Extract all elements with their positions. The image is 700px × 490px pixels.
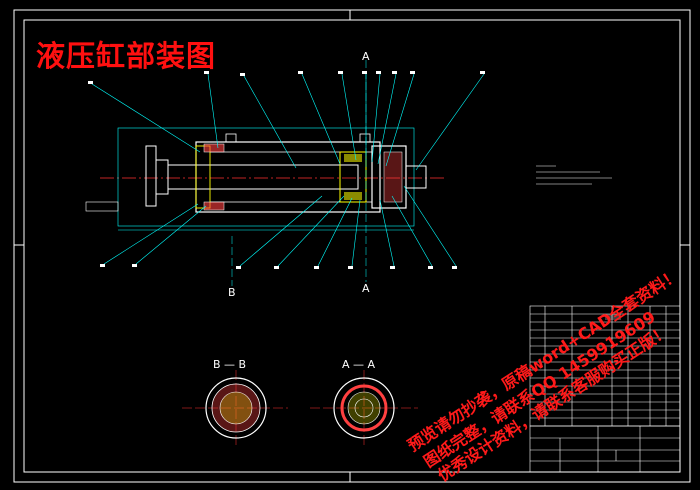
callout-box: [85, 201, 119, 212]
leader-dots-bottom: [100, 264, 457, 269]
title-block-accent: [605, 314, 621, 320]
section-label-b-bottom: B: [228, 286, 236, 299]
leader-dots-top: [88, 71, 485, 84]
section-view-aa-label: A — A: [342, 358, 376, 371]
oil-port-cap: [359, 133, 371, 143]
section-view-bb: [182, 370, 288, 446]
oil-port-rod: [225, 133, 237, 143]
gland-bottom: [203, 201, 225, 211]
drawing-title: 液压缸部装图: [36, 39, 217, 73]
piston-rod: [167, 164, 359, 190]
title-block: [529, 425, 681, 473]
guide-sleeve: [195, 145, 211, 209]
leader-lines-bottom: [103, 185, 457, 267]
section-view-aa: [310, 370, 418, 446]
outer-frame: [13, 9, 691, 483]
main-section-view: [85, 60, 445, 286]
parts-list-table: [529, 305, 681, 427]
piston-seal-top: [344, 154, 362, 162]
gland-top: [203, 143, 225, 153]
rear-mount: [405, 165, 427, 189]
piston-seal-bottom: [344, 192, 362, 200]
section-label-a-top: A: [362, 50, 370, 63]
assembly-outline: [117, 127, 415, 227]
technical-notes: [536, 165, 612, 185]
section-view-bb-label: B — B: [213, 358, 247, 371]
section-label-a-bottom: A: [362, 282, 370, 295]
end-cap-hatch: [383, 151, 403, 203]
rod-eye-flange: [145, 145, 157, 207]
inner-frame: [23, 19, 681, 473]
leader-lines-top: [91, 73, 485, 171]
rod-end: [155, 159, 169, 195]
